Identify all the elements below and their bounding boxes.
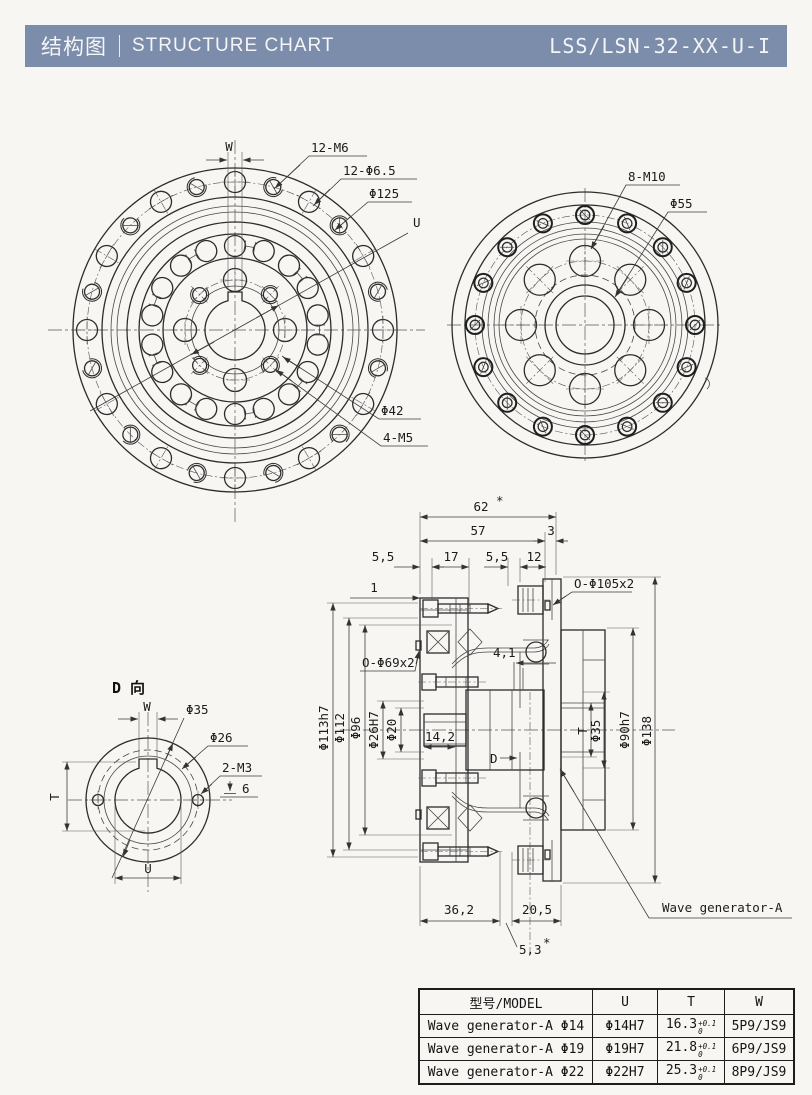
hole-note-12d65: 12-Φ6.5 [343, 163, 396, 178]
detail-screw-note: 2-M3 [222, 760, 252, 775]
dim-overall: 62 [473, 499, 488, 514]
dim-overall-star: * [496, 493, 504, 508]
screw-note-4m5: 4-M5 [383, 430, 413, 445]
cell-u: Φ19H7 [592, 1037, 658, 1061]
bolt-circle-d125: Φ125 [369, 186, 399, 201]
t-value: 16.3 [665, 1017, 698, 1032]
dim-gap-star: * [543, 935, 551, 950]
dim-inner-hub: 14,2 [425, 729, 455, 744]
cell-w: 5P9/JS9 [724, 1014, 795, 1038]
dim-offset-right: 5,5 [486, 549, 509, 564]
dim-step: 12 [526, 549, 541, 564]
pilot-circle-d42: Φ42 [381, 403, 404, 418]
cell-u: Φ14H7 [592, 1014, 658, 1038]
dim-d20: Φ20 [384, 719, 399, 742]
cell-u: Φ22H7 [592, 1060, 658, 1085]
dim-t: T [575, 727, 590, 735]
dim-d112: Φ112 [332, 713, 347, 743]
title-divider [119, 35, 120, 57]
model-spec-table: 型号/MODEL U T W Wave generator-A Φ14 Φ14H… [418, 988, 795, 1085]
bore-d55: Φ55 [670, 196, 693, 211]
dim-flange: 3 [547, 523, 555, 538]
col-header-u: U [592, 988, 658, 1015]
wave-generator-callout: Wave generator-A [662, 900, 783, 915]
cell-model: Wave generator-A Φ14 [418, 1014, 593, 1038]
thread-note-12m6: 12-M6 [311, 140, 349, 155]
t-value: 25.3 [665, 1063, 698, 1078]
dim-bottom-left: 36,2 [444, 902, 474, 917]
cell-model: Wave generator-A Φ19 [418, 1037, 593, 1061]
col-header-t: T [657, 988, 725, 1015]
front-view-right: 8-M10 Φ55 [447, 169, 723, 462]
detail-boss-d26: Φ26 [210, 730, 233, 745]
dim-bottom-right: 20,5 [522, 902, 552, 917]
col-header-model: 型号/MODEL [418, 988, 593, 1015]
detail-dim-u: U [144, 861, 152, 876]
detail-dim-t: T [47, 793, 62, 801]
dim-u-left-view: U [413, 215, 421, 230]
oring-right-note: O-Φ105x2 [574, 576, 634, 591]
detail-depth-value: 6 [242, 781, 250, 796]
detail-view-d: D 向 W Φ35 Φ26 2-M3 6 T U [47, 679, 262, 892]
dim-w-left-view: W [225, 139, 233, 154]
cell-model: Wave generator-A Φ22 [418, 1060, 593, 1085]
dim-d35: Φ35 [588, 720, 603, 743]
front-view-left: W 12-M6 12-Φ6.5 Φ125 U Φ42 4-M5 [48, 139, 428, 525]
dim-d113: Φ113h7 [316, 705, 331, 750]
dim-lip: 1 [370, 580, 378, 595]
thread-note-8m10: 8-M10 [628, 169, 666, 184]
dim-body: 57 [470, 523, 485, 538]
dim-d90: Φ90h7 [617, 711, 632, 749]
t-value: 21.8 [665, 1040, 698, 1055]
dim-d26: Φ26H7 [366, 711, 381, 749]
dim-offset-left: 5,5 [372, 549, 395, 564]
oring-left-note: O-Φ69x2 [362, 655, 415, 670]
section-view: 62 * 57 3 5,5 17 5,5 12 1 O-Φ105x2 O-Φ69… [316, 493, 792, 957]
detail-title: D 向 [112, 679, 145, 697]
detail-dim-w: W [143, 699, 151, 714]
dim-mid: 17 [443, 549, 458, 564]
cell-w: 6P9/JS9 [724, 1037, 795, 1061]
model-code: LSS/LSN-32-XX-U-I [549, 34, 771, 58]
rotation-tick [704, 377, 710, 390]
title-en: STRUCTURE CHART [132, 35, 335, 56]
section-d-label: D [490, 751, 498, 766]
depth-symbol-icon [224, 781, 236, 794]
cell-w: 8P9/JS9 [724, 1060, 795, 1085]
title-zh: 结构图 [41, 36, 107, 59]
dim-d138: Φ138 [639, 716, 654, 746]
col-header-w: W [724, 988, 795, 1015]
table-header-row: 型号/MODEL U T W [418, 988, 795, 1015]
title-bar: 结构图 STRUCTURE CHART LSS/LSN-32-XX-U-I [25, 25, 787, 67]
dim-d96: Φ96 [348, 717, 363, 740]
dim-gap: 5,3 [519, 942, 542, 957]
detail-hub-d35: Φ35 [186, 702, 209, 717]
dim-inner-step: 4,1 [493, 645, 516, 660]
